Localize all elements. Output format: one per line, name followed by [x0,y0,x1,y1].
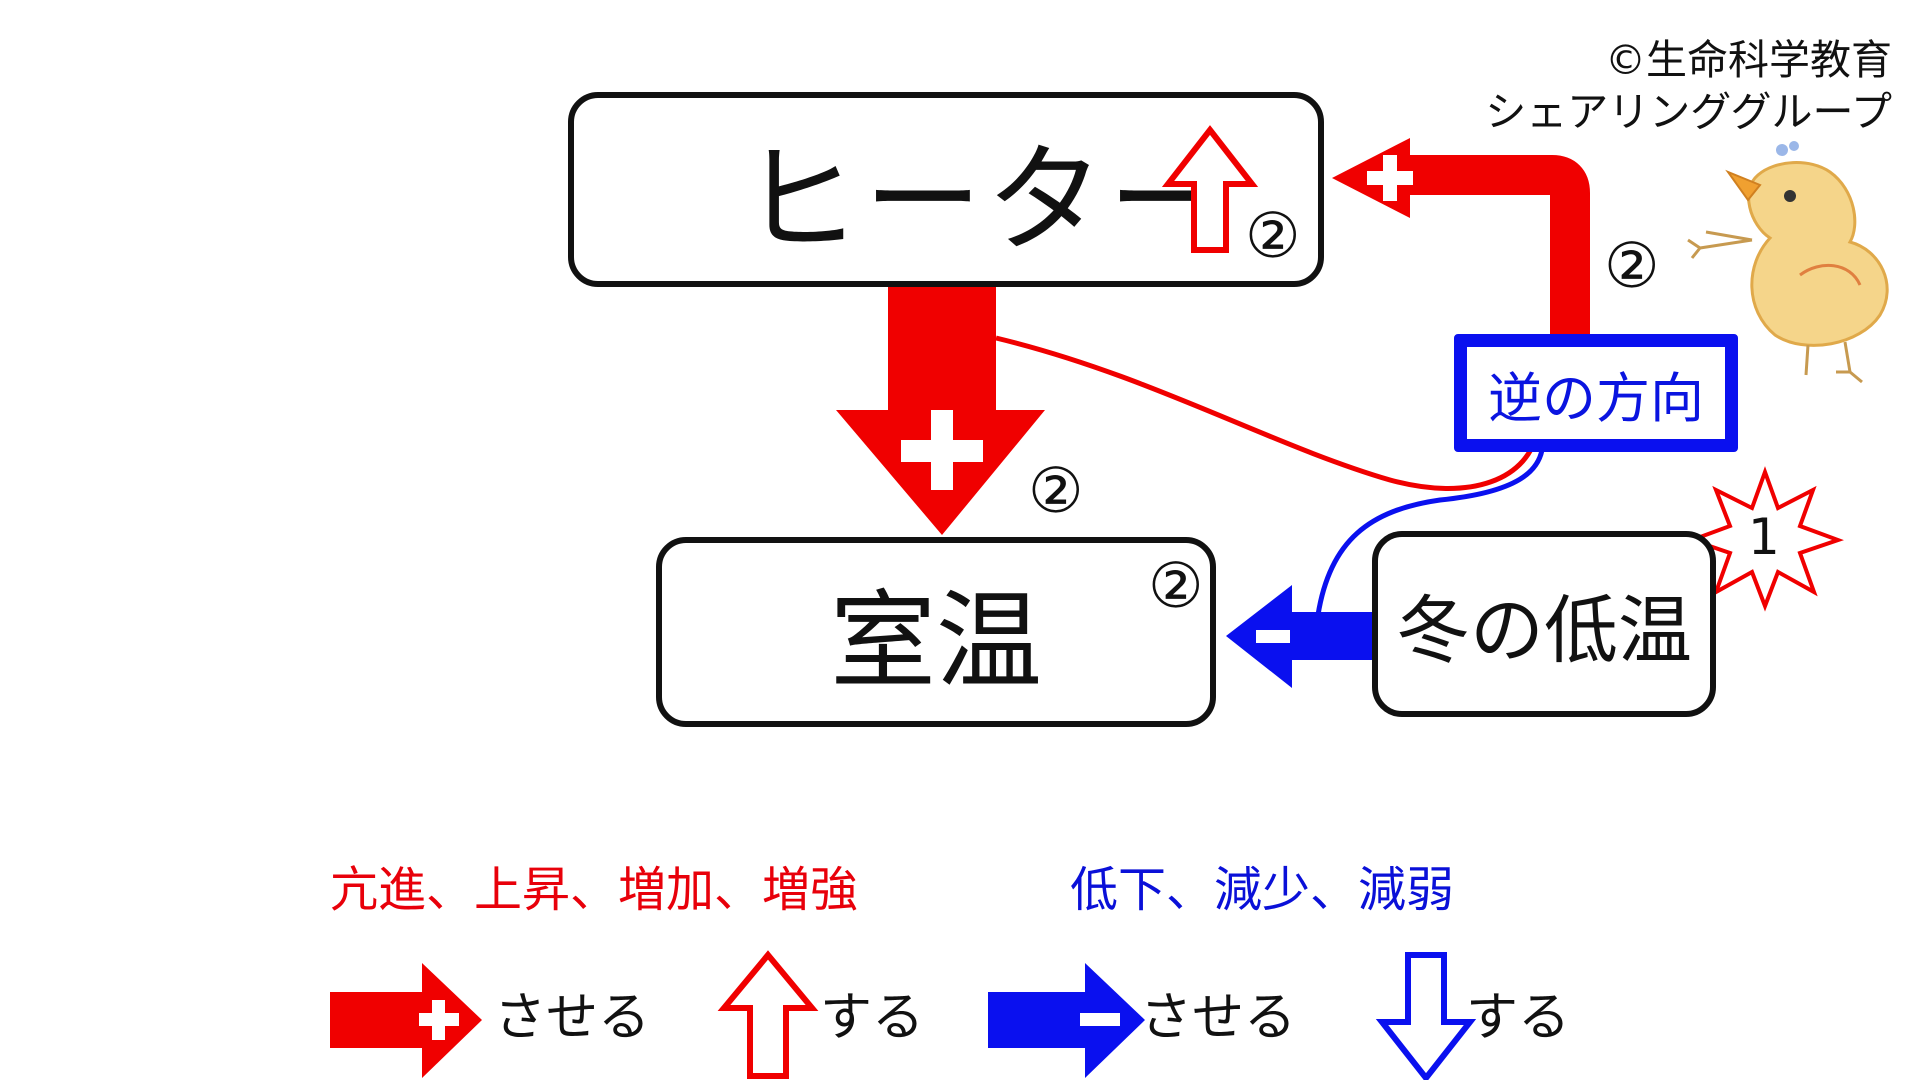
heater-label: ヒーター [742,131,1231,269]
reverse-direction-node: 逆の方向 [1454,334,1738,452]
copyright-notice: ©生命科学教育 シェアリンググループ [1485,34,1892,138]
heater-up-arrow-icon [1162,125,1259,253]
legend-decrease-terms: 低下、減少、減弱 [1070,862,1455,918]
heater-to-room-step-marker: ② [1028,454,1084,527]
legend-minus-arrow-verb: させる [1140,988,1297,1048]
winter-low-temp-label: 冬の低温 [1396,587,1692,674]
legend-plus-arrow [330,963,482,1078]
winter-low-temp-node: 冬の低温 [1372,531,1716,717]
minus-icon [1256,630,1290,643]
trigger-star-icon [1686,466,1844,612]
legend-minus-arrow [988,963,1145,1078]
legend-up-arrow-icon [717,950,819,1079]
legend-down-arrow-icon [1375,952,1477,1080]
reverse-direction-label: 逆の方向 [1488,366,1704,430]
room-step-marker: ② [1148,549,1204,622]
trigger-step-marker: 1 [1748,508,1780,566]
heater-to-room-plus-arrow [836,287,1045,535]
heater-node: ヒーター [568,92,1324,287]
feedback-step-marker: ② [1604,229,1660,302]
legend-plus-arrow-verb: させる [494,988,651,1048]
room-temp-label: 室温 [830,580,1042,703]
winter-to-room-minus-arrow [1226,585,1372,688]
red-connector-curve [995,335,1541,491]
heater-step-marker: ② [1245,199,1301,272]
legend-up-arrow-verb: する [820,988,925,1048]
legend-down-arrow-verb: する [1466,988,1571,1048]
feedback-plus-arrow [1332,138,1590,334]
minus-icon [1080,1013,1120,1026]
copyright-line1: ©生命科学教育 [1605,36,1892,84]
room-temp-node: 室温 [656,537,1216,727]
chick-illustration [1687,141,1889,384]
legend-increase-terms: 亢進、上昇、増加、増強 [330,862,859,918]
copyright-line2: シェアリンググループ [1485,88,1892,136]
blue-connector-curve [1315,449,1545,616]
